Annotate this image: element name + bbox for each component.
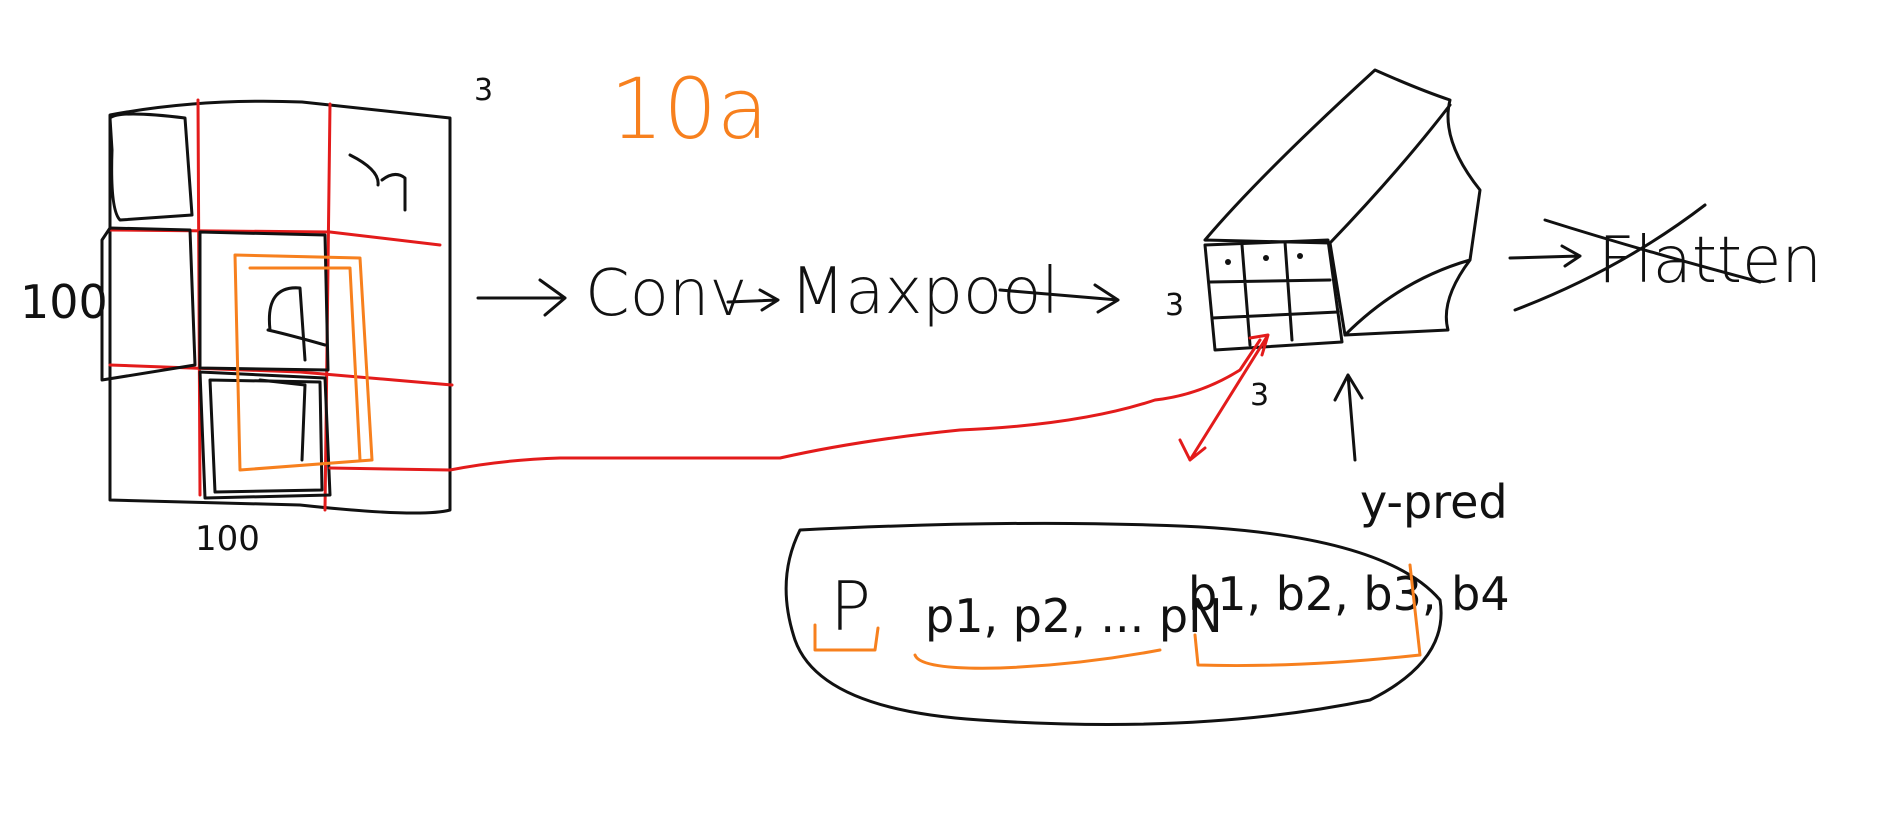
cell-size-label: 3	[1250, 378, 1269, 413]
arrow-to-feature-map	[998, 283, 1120, 314]
orange-note: 10a	[610, 60, 768, 158]
window-box-2	[100, 226, 197, 382]
volume-outline	[1203, 68, 1482, 337]
orange-bounding-box-inner	[248, 266, 362, 462]
height-label: 100	[20, 275, 108, 329]
corner-hook-mark	[348, 153, 407, 212]
window-box-3	[198, 230, 330, 372]
objectness-bracket	[813, 623, 880, 652]
orange-bounding-box	[233, 253, 374, 472]
cell-dot	[1225, 259, 1231, 265]
feature-map-volume: 3 3 y-pred	[1165, 68, 1508, 529]
output-vector: P p1, p2, ... pN b1, b2, b3, b4	[784, 521, 1510, 726]
window-box-4	[198, 370, 332, 500]
cell-dot	[1297, 253, 1303, 259]
ypred-label: y-pred	[1360, 475, 1508, 529]
width-label: 100	[195, 519, 260, 559]
cell-dot	[1263, 255, 1269, 261]
grid-line-h1	[108, 228, 442, 247]
class-probabilities-label: p1, p2, ... pN	[925, 589, 1223, 643]
ypred-arrow	[1333, 373, 1364, 462]
flatten-strikethrough	[1513, 203, 1762, 312]
pipeline: Conv Maxpool	[476, 255, 1120, 331]
feature-depth-label: 3	[1165, 288, 1184, 323]
input-image-border	[108, 99, 452, 515]
conv-label: Conv	[585, 257, 747, 331]
front-face-grid	[1208, 240, 1340, 347]
output-ellipse	[784, 521, 1443, 726]
front-face	[1203, 238, 1344, 352]
objectness-label: P	[830, 568, 871, 647]
class-probabilities-bracket	[913, 648, 1162, 670]
depth-label: 3	[474, 73, 493, 108]
flatten-label: Flatten	[1598, 224, 1822, 298]
image-to-cell-connector	[328, 338, 1262, 472]
arrow-to-maxpool	[726, 288, 780, 312]
box-coordinates-label: b1, b2, b3, b4	[1188, 567, 1510, 621]
box-coordinates-bracket	[1193, 563, 1422, 668]
arrow-to-flatten	[1508, 244, 1582, 268]
arrow-to-conv	[476, 278, 567, 317]
cell-size-arrow	[1178, 333, 1270, 462]
scribble-mark	[258, 286, 327, 462]
input-image: 3 100 100	[20, 73, 493, 559]
window-box-1	[108, 112, 194, 222]
flatten-block: Flatten	[1508, 203, 1822, 312]
